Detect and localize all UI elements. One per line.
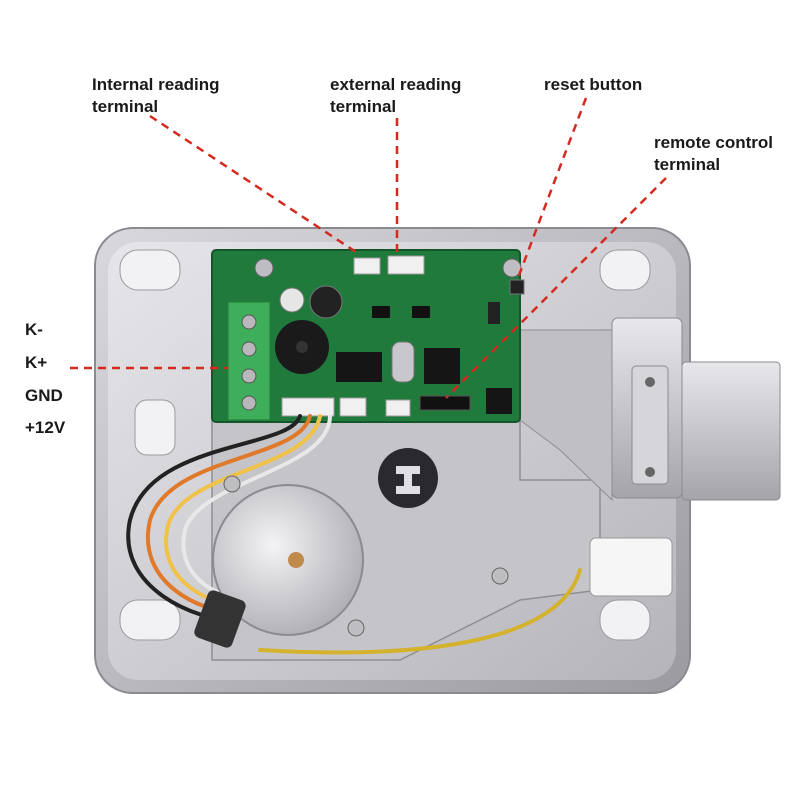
label-reset-button: reset button: [544, 75, 643, 94]
reset-button-icon: [509, 279, 525, 295]
label-line: external reading: [330, 75, 462, 94]
control-board: [211, 249, 525, 423]
label-line: Internal reading: [92, 75, 220, 94]
pin-label-gnd: GND: [25, 386, 63, 405]
label-remote-control-terminal: remote control terminal: [654, 132, 773, 176]
pin-label-12v: +12V: [25, 418, 66, 437]
capacitor-icon: [309, 285, 343, 319]
screw-icon: [223, 475, 241, 493]
screw-icon: [254, 258, 274, 278]
screw-icon: [491, 567, 509, 585]
label-line: terminal: [330, 97, 397, 116]
leader-remote: [445, 177, 667, 399]
pin-label-k-minus: K-: [25, 320, 43, 339]
ic-chip: [336, 352, 382, 382]
bolt-icon: [519, 317, 781, 502]
motor-wires: [126, 414, 582, 655]
leader-lines: [70, 97, 667, 399]
label-external-reading-terminal: external reading terminal: [330, 74, 461, 118]
leader-reset: [516, 97, 588, 279]
pin-label-k-plus: K+: [25, 353, 48, 372]
screw-icon: [347, 619, 365, 637]
side-connector-icon: [589, 537, 673, 597]
label-line: terminal: [92, 97, 159, 116]
motor-icon: [194, 475, 509, 648]
motor-connector-icon: [281, 397, 335, 417]
capacitor-icon: [279, 287, 305, 313]
label-internal-reading-terminal: Internal reading terminal: [92, 74, 220, 118]
external-reading-connector-icon: [387, 255, 425, 275]
label-line: remote control: [654, 133, 774, 152]
label-line: terminal: [654, 155, 721, 174]
remote-control-connector-icon: [419, 395, 471, 411]
crystal-icon: [391, 341, 415, 383]
ic-chip: [424, 348, 460, 384]
internal-reading-connector-icon: [353, 257, 381, 275]
